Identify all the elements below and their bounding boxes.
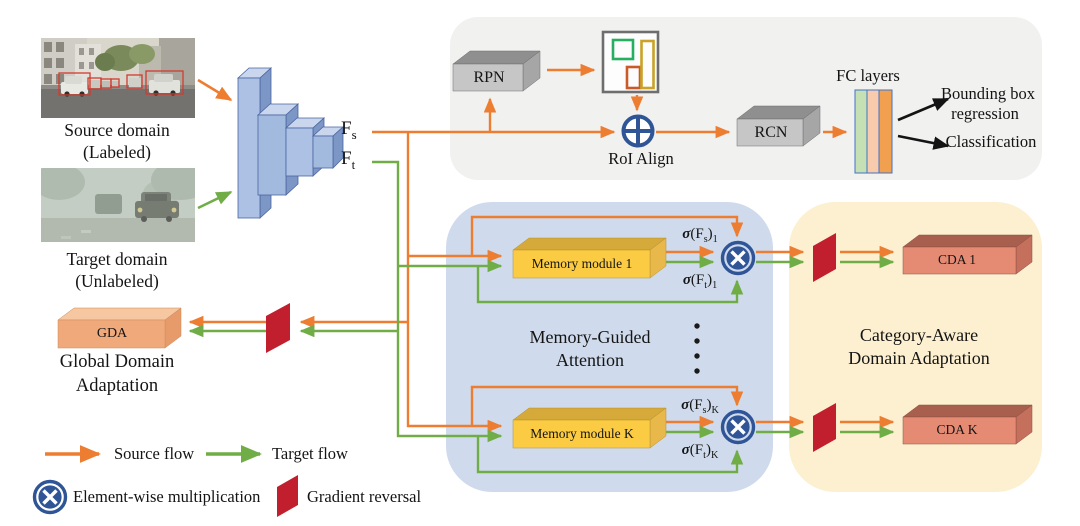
fs-subscript: s (351, 126, 357, 142)
target-domain-image (41, 168, 195, 242)
memory-attention-title-line2: Attention (556, 350, 624, 370)
sigma-fs-k-label: σ(Fs)K (681, 397, 719, 416)
category-aware-title-line1: Category-Aware (859, 325, 979, 345)
target-caption-line1: Target domain (66, 249, 168, 269)
gda-label: GDA (96, 326, 128, 341)
sigma-symbol: σ (681, 397, 690, 413)
legend-source-flow-label: Source flow (114, 444, 195, 463)
fc-layers-label: FC layers (836, 66, 900, 85)
index-k: K (711, 405, 719, 416)
memory-guided-attention-panel (446, 202, 773, 492)
cda-1-label: CDA 1 (938, 252, 976, 267)
sigma-ft-1-label: σ(Ft)1 (682, 272, 718, 291)
category-aware-panel (789, 202, 1042, 492)
target-foggy-scene (41, 168, 195, 242)
sub-s: s (702, 405, 707, 416)
sigma-fs-1-label: σ(Fs)1 (682, 226, 718, 245)
rcn-label: RCN (754, 124, 788, 141)
open-paren: (F (690, 226, 704, 242)
memory-attention-title-line1: Memory-Guided (529, 327, 651, 347)
feature-source-label: Fs (341, 118, 357, 141)
legend-multiply-icon (32, 479, 68, 515)
sigma-ft-k-label: σ(Ft)K (681, 442, 719, 461)
source-domain-image (41, 38, 195, 118)
sigma-symbol: σ (681, 442, 690, 458)
sigma-symbol: σ (682, 272, 691, 288)
sub-t: t (703, 450, 706, 461)
close-paren: ) (706, 397, 712, 413)
category-aware-title-line2: Domain Adaptation (848, 348, 990, 368)
memory-module-1-label: Memory module 1 (531, 256, 633, 271)
legend-elementwise-label: Element-wise multiplication (73, 487, 261, 506)
legend-gradient-reversal-icon (277, 475, 298, 517)
input-arrows (197, 78, 233, 210)
backbone-network (236, 67, 345, 219)
classification-label: Classification (945, 132, 1037, 151)
fs-symbol: F (341, 118, 352, 139)
source-street-scene (41, 38, 195, 118)
source-caption-line2: (Labeled) (82, 142, 152, 162)
feature-target-label: Ft (341, 148, 355, 171)
close-paren: ) (707, 226, 713, 242)
gda-title-line1: Global Domain (59, 352, 175, 372)
gda-title-line2: Adaptation (75, 376, 159, 396)
cda-k-label: CDA K (936, 422, 978, 437)
sub-s: s (703, 234, 708, 245)
legend-gradient-reversal-label: Gradient reversal (307, 487, 422, 506)
rpn-label: RPN (473, 69, 505, 86)
close-paren: ) (707, 272, 713, 288)
ft-subscript: t (351, 156, 356, 172)
source-caption-line1: Source domain (64, 120, 170, 140)
index-k: K (710, 450, 719, 461)
open-paren: (F (690, 272, 705, 288)
index-1: 1 (712, 234, 718, 245)
sub-t: t (704, 280, 708, 291)
index-1: 1 (712, 280, 718, 291)
roi-align-label: RoI Align (608, 149, 674, 168)
ft-symbol: F (341, 148, 352, 169)
sigma-symbol: σ (682, 226, 691, 242)
bbox-regression-line2: regression (951, 104, 1019, 123)
open-paren: (F (689, 397, 703, 413)
memory-module-k-label: Memory module K (530, 426, 634, 441)
gradient-reversal-gda-icon (266, 303, 290, 353)
bbox-regression-line1: Bounding box (941, 84, 1035, 103)
legend-target-flow-label: Target flow (272, 444, 348, 463)
open-paren: (F (689, 442, 704, 458)
close-paren: ) (705, 442, 711, 458)
target-caption-line2: (Unlabeled) (75, 271, 159, 291)
